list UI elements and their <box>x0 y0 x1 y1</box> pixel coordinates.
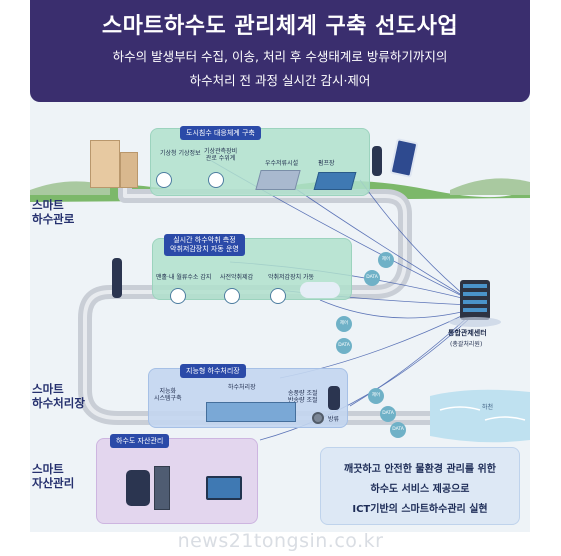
slogan-box: 깨끗하고 안전한 물환경 관리를 위한 하수도 서비스 제공으로 ICT기반의 … <box>320 447 520 525</box>
weather-sensor-icon <box>156 172 172 188</box>
banner-subtitle-line2: 하수처리 전 과정 실시간 감시·제어 <box>189 73 371 88</box>
data-tag-3: DATA <box>380 406 396 422</box>
data-tag-4: DATA <box>390 422 406 438</box>
odor-item-device: 악취저감장치 가동 <box>268 274 315 281</box>
asset-management-box <box>96 438 258 524</box>
plant-item-plant: 하수처리장 <box>228 384 256 391</box>
banner-subtitle-line1: 하수의 발생부터 수집, 이송, 처리 후 수생태계로 방류하기까지의 <box>112 49 448 64</box>
plant-item-control: 송풍량 조절 반송량 조절 <box>288 390 318 404</box>
flood-response-tag: 도시침수 대응체계 구축 <box>180 126 261 140</box>
label-smart-asset: 스마트 자산관리 <box>32 462 75 490</box>
flood-item-storage: 우수저류시설 <box>265 160 299 167</box>
river <box>430 389 530 443</box>
slogan-line1: 깨끗하고 안전한 물환경 관리를 위한 <box>344 464 496 475</box>
operator-figure <box>126 470 150 506</box>
data-tag-2: DATA <box>336 338 352 354</box>
water-level-icon <box>208 172 224 188</box>
building-icon <box>90 140 120 188</box>
control-tag-1: 제어 <box>378 252 394 268</box>
outflow-label: 방류 <box>328 416 340 423</box>
label-smart-pipe: 스마트 하수관로 <box>32 198 75 226</box>
watermark: news21tongsin.co.kr <box>177 530 384 552</box>
hill-right <box>450 178 530 195</box>
odor-sensor-icon <box>224 288 240 304</box>
flood-item-gauge: 기상관측장비 관로 수위계 <box>204 148 238 162</box>
slogan-line2: 하수도 서비스 제공으로 <box>370 484 470 495</box>
monitor-icon <box>206 476 242 500</box>
storage-facility-icon <box>255 170 301 190</box>
banner-title: 스마트하수도 관리체계 구축 선도사업 <box>101 14 459 39</box>
control-center-name: 통합관제센터 <box>448 329 487 337</box>
worker-figure-left <box>112 258 122 298</box>
plant-item-system: 지능화 시스템구축 <box>154 388 182 402</box>
worker-figure <box>372 146 382 176</box>
control-center-sub: (총괄처리원) <box>450 341 483 348</box>
mist-icon <box>300 282 340 298</box>
flood-item-weather: 기상청 기상정보 <box>160 150 201 157</box>
slogan-line3: ICT기반의 스마트하수관리 실현 <box>352 504 488 515</box>
diagram-frame: 스마트하수도 관리체계 구축 선도사업 하수의 발생부터 수집, 이송, 처리 … <box>30 0 530 532</box>
control-tag-2: 제어 <box>336 316 352 332</box>
smart-plant-tag: 지능형 하수처리장 <box>180 364 246 378</box>
control-tag-3: 제어 <box>368 388 384 404</box>
title-banner: 스마트하수도 관리체계 구축 선도사업 하수의 발생부터 수집, 이송, 처리 … <box>30 0 530 102</box>
treatment-tanks-icon <box>206 402 296 422</box>
odor-monitor-tag: 실시간 하수악취 측정 악취저감장치 자동 운영 <box>164 234 245 256</box>
odor-item-pre: 사전악취제감 <box>220 274 254 281</box>
odor-device-icon <box>270 288 286 304</box>
manhole-sensor-icon <box>170 288 186 304</box>
worker-figure-plant <box>328 386 340 410</box>
gear-icon <box>312 412 324 424</box>
pump-station-icon <box>313 172 357 190</box>
river-label: 하천 <box>482 404 494 411</box>
building-icon-2 <box>120 152 138 188</box>
label-smart-plant: 스마트 하수처리장 <box>32 382 85 410</box>
flood-item-pump: 펌프장 <box>318 160 335 167</box>
asset-management-tag: 하수도 자산관리 <box>110 434 170 448</box>
odor-item-manhole: 맨홀·내 월류수소 감지 <box>156 274 212 281</box>
sewer-pipe-highlight <box>83 163 432 420</box>
server-cabinet-icon <box>154 466 170 510</box>
data-tag-1: DATA <box>364 270 380 286</box>
